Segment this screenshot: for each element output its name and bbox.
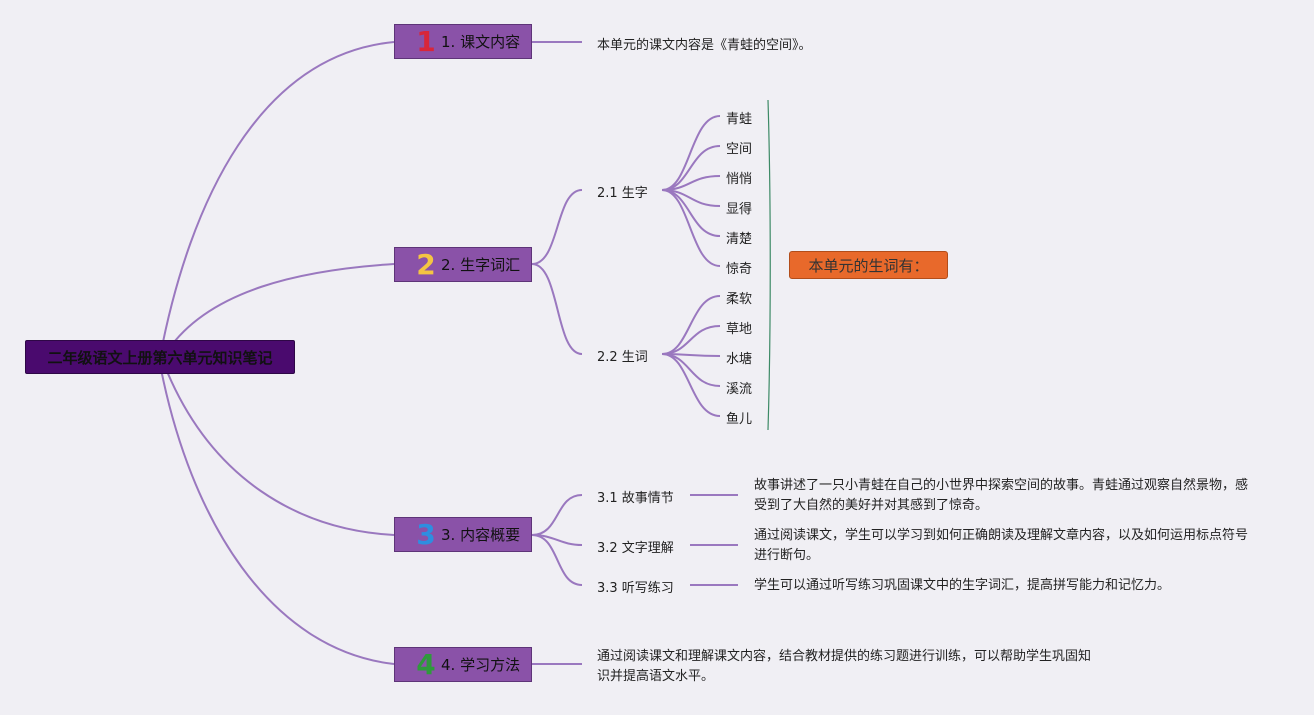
connector-b3-dictation [531, 534, 583, 586]
number-3-icon: 3 [416, 517, 436, 551]
root-topic[interactable]: 二年级语文上册第六单元知识笔记 [25, 340, 295, 374]
connector-root-b3 [163, 363, 395, 536]
word-item[interactable]: 鱼儿 [726, 412, 753, 427]
word-item[interactable]: 溪流 [726, 382, 753, 397]
connector-root-b1 [159, 41, 395, 358]
root-title: 二年级语文上册第六单元知识笔记 [47, 348, 273, 367]
number-4-icon: 4 [416, 647, 436, 681]
vocab-summary-callout[interactable]: 本单元的生词有： [789, 251, 948, 279]
branch-label: 1. 课文内容 [441, 33, 521, 51]
subtopic-words[interactable]: 2.2 生词 [597, 350, 648, 365]
connector-root-b2 [167, 263, 395, 351]
subtopic-text-understanding[interactable]: 3.2 文字理解 [597, 541, 674, 556]
char-item[interactable]: 空间 [726, 142, 753, 157]
connector-word-1 [661, 295, 721, 355]
connector-char-2 [661, 145, 721, 191]
subtopic-story[interactable]: 3.1 故事情节 [597, 491, 674, 506]
callout-label: 本单元的生词有： [808, 256, 929, 275]
branch-label: 4. 学习方法 [441, 656, 521, 674]
word-item[interactable]: 草地 [726, 322, 753, 337]
summary-bracket [767, 99, 771, 431]
branch-overview[interactable]: 3 3. 内容概要 [394, 517, 532, 552]
char-item[interactable]: 悄悄 [726, 172, 753, 187]
word-item[interactable]: 柔软 [726, 292, 753, 307]
char-item[interactable]: 清楚 [726, 232, 753, 247]
branch-method[interactable]: 4 4. 学习方法 [394, 647, 532, 682]
connector-word-5 [661, 353, 721, 417]
story-text[interactable]: 故事讲述了一只小青蛙在自己的小世界中探索空间的故事。青蛙通过观察自然景物，感受到… [754, 478, 1249, 513]
char-item[interactable]: 惊奇 [726, 262, 753, 277]
number-2-icon: 2 [416, 247, 436, 281]
connector-b3-story [531, 494, 583, 536]
content-summary-text[interactable]: 本单元的课文内容是《青蛙的空间》。 [597, 38, 812, 53]
char-item[interactable]: 显得 [726, 202, 753, 217]
method-text[interactable]: 通过阅读课文和理解课文内容，结合教材提供的练习题进行训练，可以帮助学生巩固知识并… [597, 649, 1092, 684]
connector-root-b4 [159, 363, 395, 665]
branch-label: 2. 生字词汇 [441, 256, 521, 274]
connector-char-6 [661, 189, 721, 267]
branch-vocabulary[interactable]: 2 2. 生字词汇 [394, 247, 532, 282]
subtopic-dictation[interactable]: 3.3 听写练习 [597, 581, 674, 596]
text-understanding-text[interactable]: 通过阅读课文，学生可以学习到如何正确朗读及理解文章内容，以及如何运用标点符号进行… [754, 528, 1249, 563]
connector-b2-words [531, 263, 583, 355]
branch-label: 3. 内容概要 [441, 526, 521, 544]
number-1-icon: 1 [416, 24, 436, 58]
connector-word-2 [661, 325, 721, 355]
connector-b2-chars [531, 189, 583, 265]
connector-char-1 [661, 115, 721, 191]
dictation-text[interactable]: 学生可以通过听写练习巩固课文中的生字词汇，提高拼写能力和记忆力。 [754, 578, 1171, 593]
connector-word-4 [661, 353, 721, 387]
word-item[interactable]: 水塘 [726, 352, 753, 367]
subtopic-chars[interactable]: 2.1 生字 [597, 186, 648, 201]
char-item[interactable]: 青蛙 [726, 112, 753, 127]
branch-content[interactable]: 1 1. 课文内容 [394, 24, 532, 59]
